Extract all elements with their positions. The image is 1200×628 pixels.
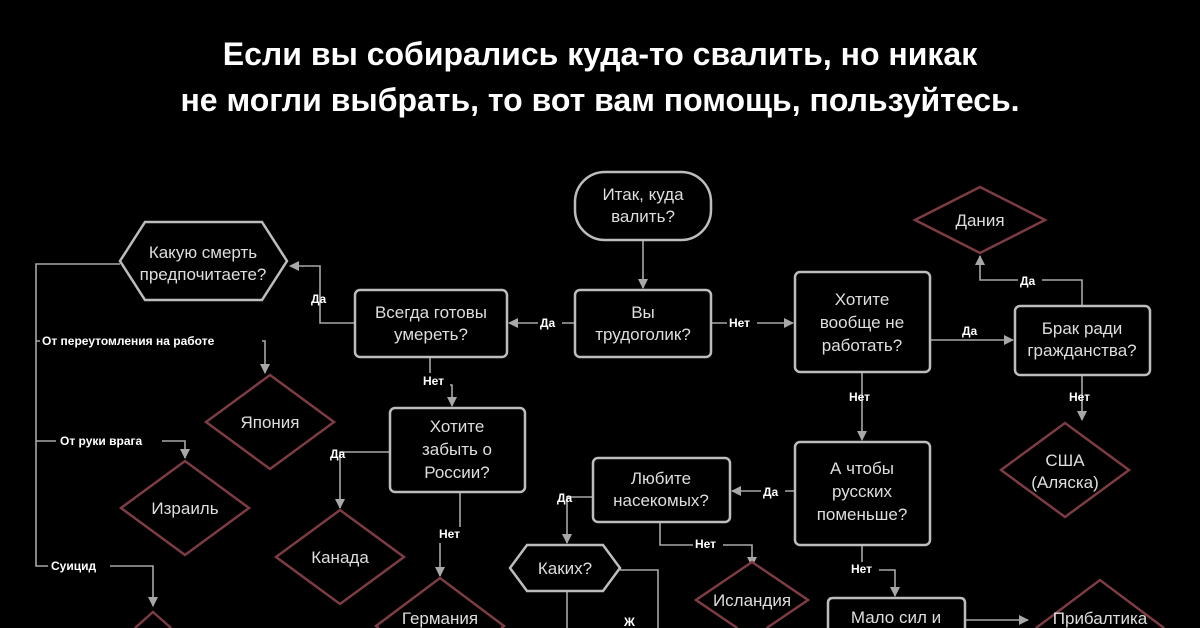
svg-text:трудоголик?: трудоголик? [595,325,691,344]
edge-label-yes: Да [1020,274,1036,288]
title-line-2: не могли выбрать, то вот вам помощь, пол… [180,82,1020,118]
svg-text:Израиль: Израиль [151,499,218,518]
edge-label-no: Нет [729,316,750,330]
title-line-1: Если вы собирались куда-то свалить, но н… [222,36,978,72]
svg-text:насекомых?: насекомых? [613,491,709,510]
edge-label-no: Нет [1069,390,1090,404]
svg-text:Хотите: Хотите [430,417,485,436]
node-suicide-destination [134,610,172,628]
node-canada: Канада [273,508,407,606]
svg-text:России?: России? [424,463,490,482]
svg-text:Брак ради: Брак ради [1042,319,1123,338]
edge-label-yes: Да [763,485,779,499]
edge-label-partial: Ж [623,615,635,628]
svg-text:Канада: Канада [311,548,369,567]
svg-text:гражданства?: гражданства? [1027,341,1136,360]
svg-text:Любите: Любите [631,469,691,488]
svg-text:валить?: валить? [611,207,675,226]
node-iceland: Исландия [693,560,811,628]
edge-label-suicide: Суицид [51,559,96,573]
node-little-strength: Мало сил и [826,596,967,628]
node-death-choice: Какую смерть предпочитаете? [118,220,289,302]
node-germany: Германия [373,576,507,628]
svg-text:поменьше?: поменьше? [817,505,908,524]
svg-text:Дания: Дания [955,211,1004,230]
node-marriage: Брак ради гражданства? [1013,304,1152,377]
svg-text:Каких?: Каких? [538,559,592,578]
edge-label-no: Нет [695,537,716,551]
svg-text:предпочитаете?: предпочитаете? [140,265,267,284]
edge-label-no: Нет [851,562,872,576]
svg-text:Япония: Япония [240,413,299,432]
node-fewer-russians: А чтобы русских поменьше? [793,440,932,547]
svg-text:Вы: Вы [631,303,655,322]
svg-text:забыть о: забыть о [422,440,492,459]
svg-text:А чтобы: А чтобы [830,459,894,478]
edge-label-no: Нет [849,390,870,404]
node-start: Итак, куда валить? [573,170,713,242]
svg-text:вообще не: вообще не [820,313,904,332]
svg-text:Прибалтика: Прибалтика [1053,609,1148,628]
svg-text:русских: русских [832,482,893,501]
node-japan: Япония [203,373,337,471]
node-baltics: Прибалтика [1035,578,1165,628]
node-insects: Любите насекомых? [591,456,732,524]
edge-label-overwork: От переутомления на работе [42,334,215,348]
svg-text:Исландия: Исландия [713,591,791,610]
node-which: Каких? [508,543,622,593]
svg-text:Итак, куда: Итак, куда [602,185,684,204]
svg-text:умереть?: умереть? [394,325,468,344]
node-ready-to-die: Всегда готовы умереть? [353,288,509,359]
svg-text:Германия: Германия [402,609,478,628]
edge-label-no: Нет [439,527,460,541]
node-denmark: Дания [912,185,1048,255]
svg-text:США: США [1045,451,1085,470]
svg-text:Всегда готовы: Всегда готовы [375,303,487,322]
svg-text:работать?: работать? [822,336,903,355]
svg-text:Мало сил и: Мало сил и [851,608,941,627]
svg-text:(Аляска): (Аляска) [1031,473,1099,492]
edge-label-yes: Да [311,292,327,306]
edge-labels: Да Нет Да Да Нет Нет Да Да Нет Нет Да Не… [40,272,1090,628]
node-not-work: Хотите вообще не работать? [793,270,932,374]
edge-label-yes: Да [330,447,346,461]
edge-label-yes: Да [540,316,556,330]
node-israel: Израиль [118,459,252,557]
edge-label-enemy: От руки врага [60,434,142,448]
node-usa-alaska: США (Аляска) [998,421,1132,519]
node-forget-russia: Хотите забыть о России? [388,406,527,494]
node-workaholic: Вы трудоголик? [573,288,713,359]
edge-label-yes: Да [557,491,573,505]
svg-text:Какую смерть: Какую смерть [149,243,257,262]
edge-label-no: Нет [423,374,444,388]
svg-text:Хотите: Хотите [835,290,890,309]
edge-label-yes: Да [962,324,978,338]
